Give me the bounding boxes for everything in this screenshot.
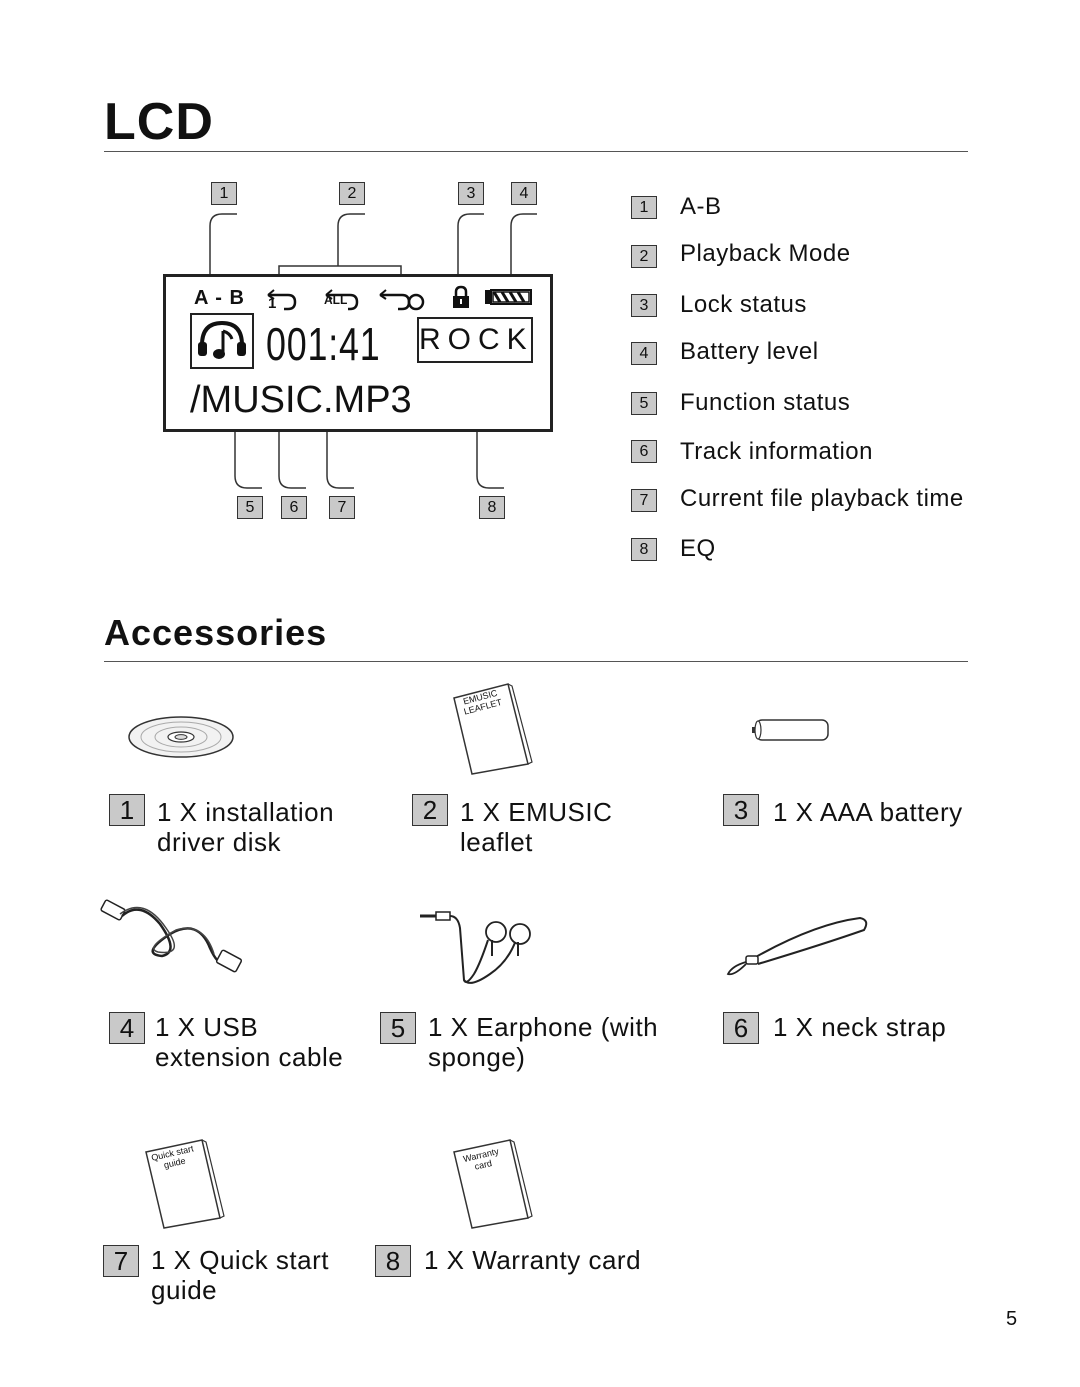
lcd-title-rule: [104, 151, 968, 152]
accessory-4-text: 1 X USB extension cable: [155, 1012, 343, 1072]
lcd-playback-time: 001:41: [266, 318, 381, 370]
lcd-screen: A - B 1 ALL: [163, 274, 553, 432]
accessory-7-text: 1 X Quick start guide: [151, 1245, 329, 1305]
accessory-7-line2: guide: [151, 1275, 218, 1305]
accessory-badge-6: 6: [723, 1012, 759, 1044]
accessory-badge-8: 8: [375, 1245, 411, 1277]
neck-strap-icon: [724, 914, 870, 978]
lcd-track-info: /MUSIC.MP3: [190, 379, 412, 421]
battery-level-icon: [484, 289, 532, 307]
accessory-badge-5: 5: [380, 1012, 416, 1044]
legend-badge-6: 6: [631, 440, 657, 463]
callout-3: 3: [458, 182, 484, 205]
accessory-8-text: 1 X Warranty card: [424, 1245, 641, 1275]
accessory-3-text: 1 X AAA battery: [773, 797, 963, 827]
headphone-note-icon: [190, 313, 254, 369]
accessory-badge-2: 2: [412, 794, 448, 826]
accessory-badge-1: 1: [109, 794, 145, 826]
accessory-1-text: 1 X installation driver disk: [157, 797, 334, 857]
legend-label-7: Current file playback time: [680, 485, 964, 512]
legend-badge-4: 4: [631, 342, 657, 365]
accessory-2-text: 1 X EMUSIC leaflet: [460, 797, 612, 857]
quick-start-guide-icon: Quick start guide: [144, 1138, 225, 1230]
accessory-5-line2: sponge): [428, 1042, 526, 1072]
legend-badge-3: 3: [631, 294, 657, 317]
callout-5: 5: [237, 496, 263, 519]
legend-label-5: Function status: [680, 389, 851, 416]
lcd-section-title: LCD: [104, 93, 214, 151]
legend-badge-5: 5: [631, 392, 657, 415]
accessory-badge-3: 3: [723, 794, 759, 826]
leaflet-icon: EMUSIC LEAFLET: [450, 682, 534, 775]
battery-icon: [752, 718, 832, 744]
legend-label-8: EQ: [680, 535, 716, 562]
legend-badge-7: 7: [631, 489, 657, 512]
accessory-5-text: 1 X Earphone (with sponge): [428, 1012, 658, 1072]
cd-icon: [128, 714, 238, 760]
accessory-6-line1: 1 X neck strap: [773, 1012, 947, 1042]
warranty-card-icon: Warranty card: [452, 1138, 533, 1230]
legend-label-3: Lock status: [680, 291, 807, 318]
accessory-2-line2: leaflet: [460, 827, 533, 857]
accessory-8-line1: 1 X Warranty card: [424, 1245, 642, 1275]
callout-2: 2: [339, 182, 365, 205]
accessory-3-line1: 1 X AAA battery: [773, 797, 963, 827]
repeat-all-label: ALL: [324, 293, 348, 307]
legend-label-4: Battery level: [680, 338, 819, 365]
legend-badge-8: 8: [631, 538, 657, 561]
accessory-2-line1: 1 X EMUSIC: [460, 797, 613, 827]
callout-8: 8: [479, 496, 505, 519]
accessory-4-line1: 1 X USB: [155, 1012, 259, 1042]
callout-6: 6: [281, 496, 307, 519]
legend-label-2: Playback Mode: [680, 240, 851, 267]
accessory-5-line1: 1 X Earphone (with: [428, 1012, 659, 1042]
callout-leader-lines: [209, 213, 537, 489]
lock-icon: [452, 285, 470, 309]
accessory-7-line1: 1 X Quick start: [151, 1245, 329, 1275]
shuffle-icon: [376, 287, 426, 313]
accessory-badge-4: 4: [109, 1012, 145, 1044]
accessory-badge-7: 7: [103, 1245, 139, 1277]
accessory-4-line2: extension cable: [155, 1042, 344, 1072]
repeat-one-icon: 1: [264, 287, 302, 313]
accessories-section-title: Accessories: [104, 612, 328, 653]
lcd-eq-display: ROCK: [417, 317, 533, 363]
page-number: 5: [1006, 1308, 1018, 1330]
legend-badge-1: 1: [631, 196, 657, 219]
accessory-1-line2: driver disk: [157, 827, 281, 857]
repeat-all-icon: ALL: [322, 287, 362, 313]
callout-4: 4: [511, 182, 537, 205]
repeat-one-label: 1: [268, 295, 277, 312]
accessories-title-rule: [104, 661, 968, 662]
accessory-1-line1: 1 X installation: [157, 797, 335, 827]
legend-badge-2: 2: [631, 245, 657, 268]
usb-cable-icon: [100, 894, 246, 984]
lcd-ab-indicator: A - B: [194, 287, 245, 309]
legend-label-6: Track information: [680, 438, 873, 465]
earphone-icon: [418, 904, 536, 988]
legend-label-1: A-B: [680, 193, 722, 220]
callout-7: 7: [329, 496, 355, 519]
accessory-6-text: 1 X neck strap: [773, 1012, 946, 1042]
callout-1: 1: [211, 182, 237, 205]
